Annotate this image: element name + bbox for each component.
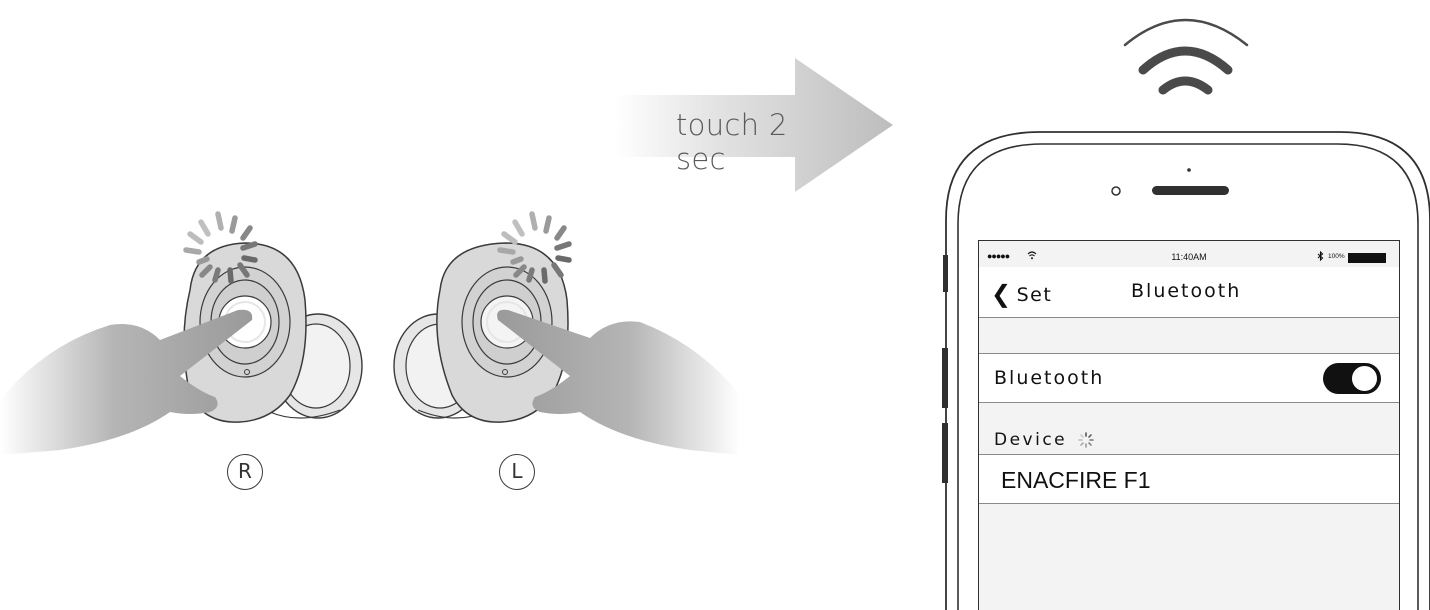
left-side-badge: L [499, 454, 535, 490]
back-button[interactable]: ❮Set [991, 279, 1052, 307]
status-bar: ●●●●● 11:40AM 100% [979, 251, 1399, 265]
toggle-knob [1351, 365, 1378, 392]
device-name: ENACFIRE F1 [1001, 467, 1151, 494]
back-button-label: Set [1017, 284, 1053, 306]
arrow-label: touch 2 sec [676, 108, 846, 176]
battery-icon [1348, 253, 1386, 263]
nav-bar: ❮Set Bluetooth [979, 267, 1399, 318]
chevron-left-icon: ❮ [991, 280, 1013, 308]
device-section-label: Device [994, 430, 1067, 450]
battery-percent: 100% [1328, 253, 1345, 260]
loading-spinner-icon [1077, 431, 1095, 454]
right-side-badge: R [227, 454, 263, 490]
phone-screen: ●●●●● 11:40AM 100% ❮Set Bluetooth Blueto… [978, 240, 1400, 610]
bluetooth-row-label: Bluetooth [994, 367, 1104, 389]
device-row[interactable]: ENACFIRE F1 [979, 454, 1399, 504]
bluetooth-toggle[interactable] [1323, 363, 1381, 394]
bluetooth-status-icon [1317, 251, 1324, 263]
bluetooth-row: Bluetooth [979, 353, 1399, 403]
nav-title: Bluetooth [1131, 280, 1241, 302]
broadcast-icon [1125, 20, 1247, 90]
